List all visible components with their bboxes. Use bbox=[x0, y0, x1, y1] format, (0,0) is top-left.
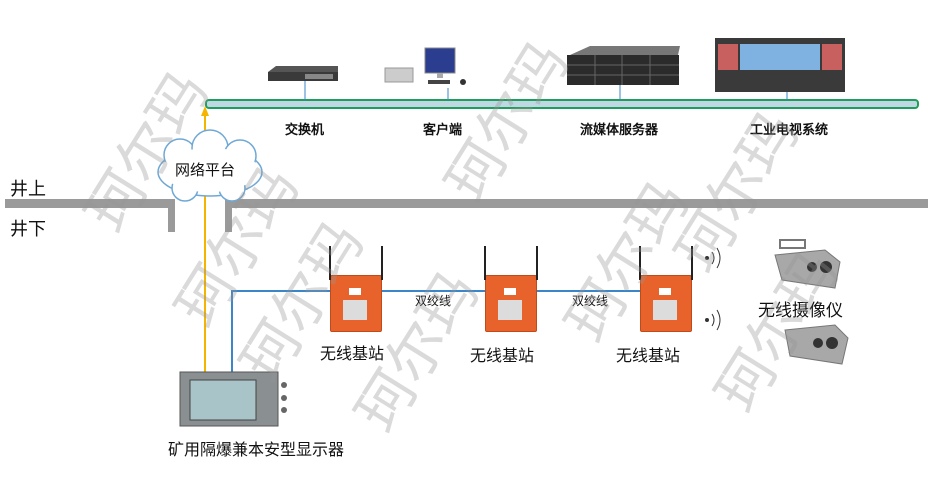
client-label: 客户端 bbox=[423, 123, 463, 138]
backbone-bus bbox=[205, 99, 919, 109]
base-station-icon bbox=[329, 246, 383, 332]
cloud-label: 网络平台 bbox=[175, 161, 236, 179]
switch-icon bbox=[268, 66, 338, 81]
link-label: 双绞线 bbox=[415, 294, 452, 308]
tv-system-label: 工业电视系统 bbox=[750, 123, 829, 138]
wireless-camera-icon bbox=[784, 324, 849, 365]
client-pc-icon bbox=[384, 47, 466, 85]
server-label: 流媒体服务器 bbox=[580, 123, 659, 138]
arrow-up-icon bbox=[201, 106, 209, 116]
wireless-signal-icon bbox=[705, 247, 721, 269]
streaming-server-icon bbox=[567, 46, 680, 85]
zone-below-label: 井下 bbox=[10, 219, 46, 240]
zone-above-label: 井上 bbox=[10, 179, 46, 200]
display-label: 矿用隔爆兼本安型显示器 bbox=[168, 440, 345, 459]
link-label: 双绞线 bbox=[572, 294, 609, 308]
camera-label: 无线摄像仪 bbox=[758, 301, 843, 321]
base-station-icon bbox=[484, 246, 538, 332]
wireless-camera-icon bbox=[774, 239, 841, 289]
switch-label: 交换机 bbox=[285, 123, 325, 138]
wireless-signal-icon bbox=[705, 309, 721, 331]
station-label: 无线基站 bbox=[470, 346, 535, 365]
base-station-icon bbox=[639, 246, 693, 332]
station-label: 无线基站 bbox=[320, 344, 385, 363]
station-label: 无线基站 bbox=[616, 346, 681, 365]
ground-right bbox=[225, 199, 928, 232]
tv-wall-icon bbox=[715, 38, 845, 92]
ground-left bbox=[5, 199, 175, 232]
explosion-proof-display-icon bbox=[179, 371, 287, 427]
